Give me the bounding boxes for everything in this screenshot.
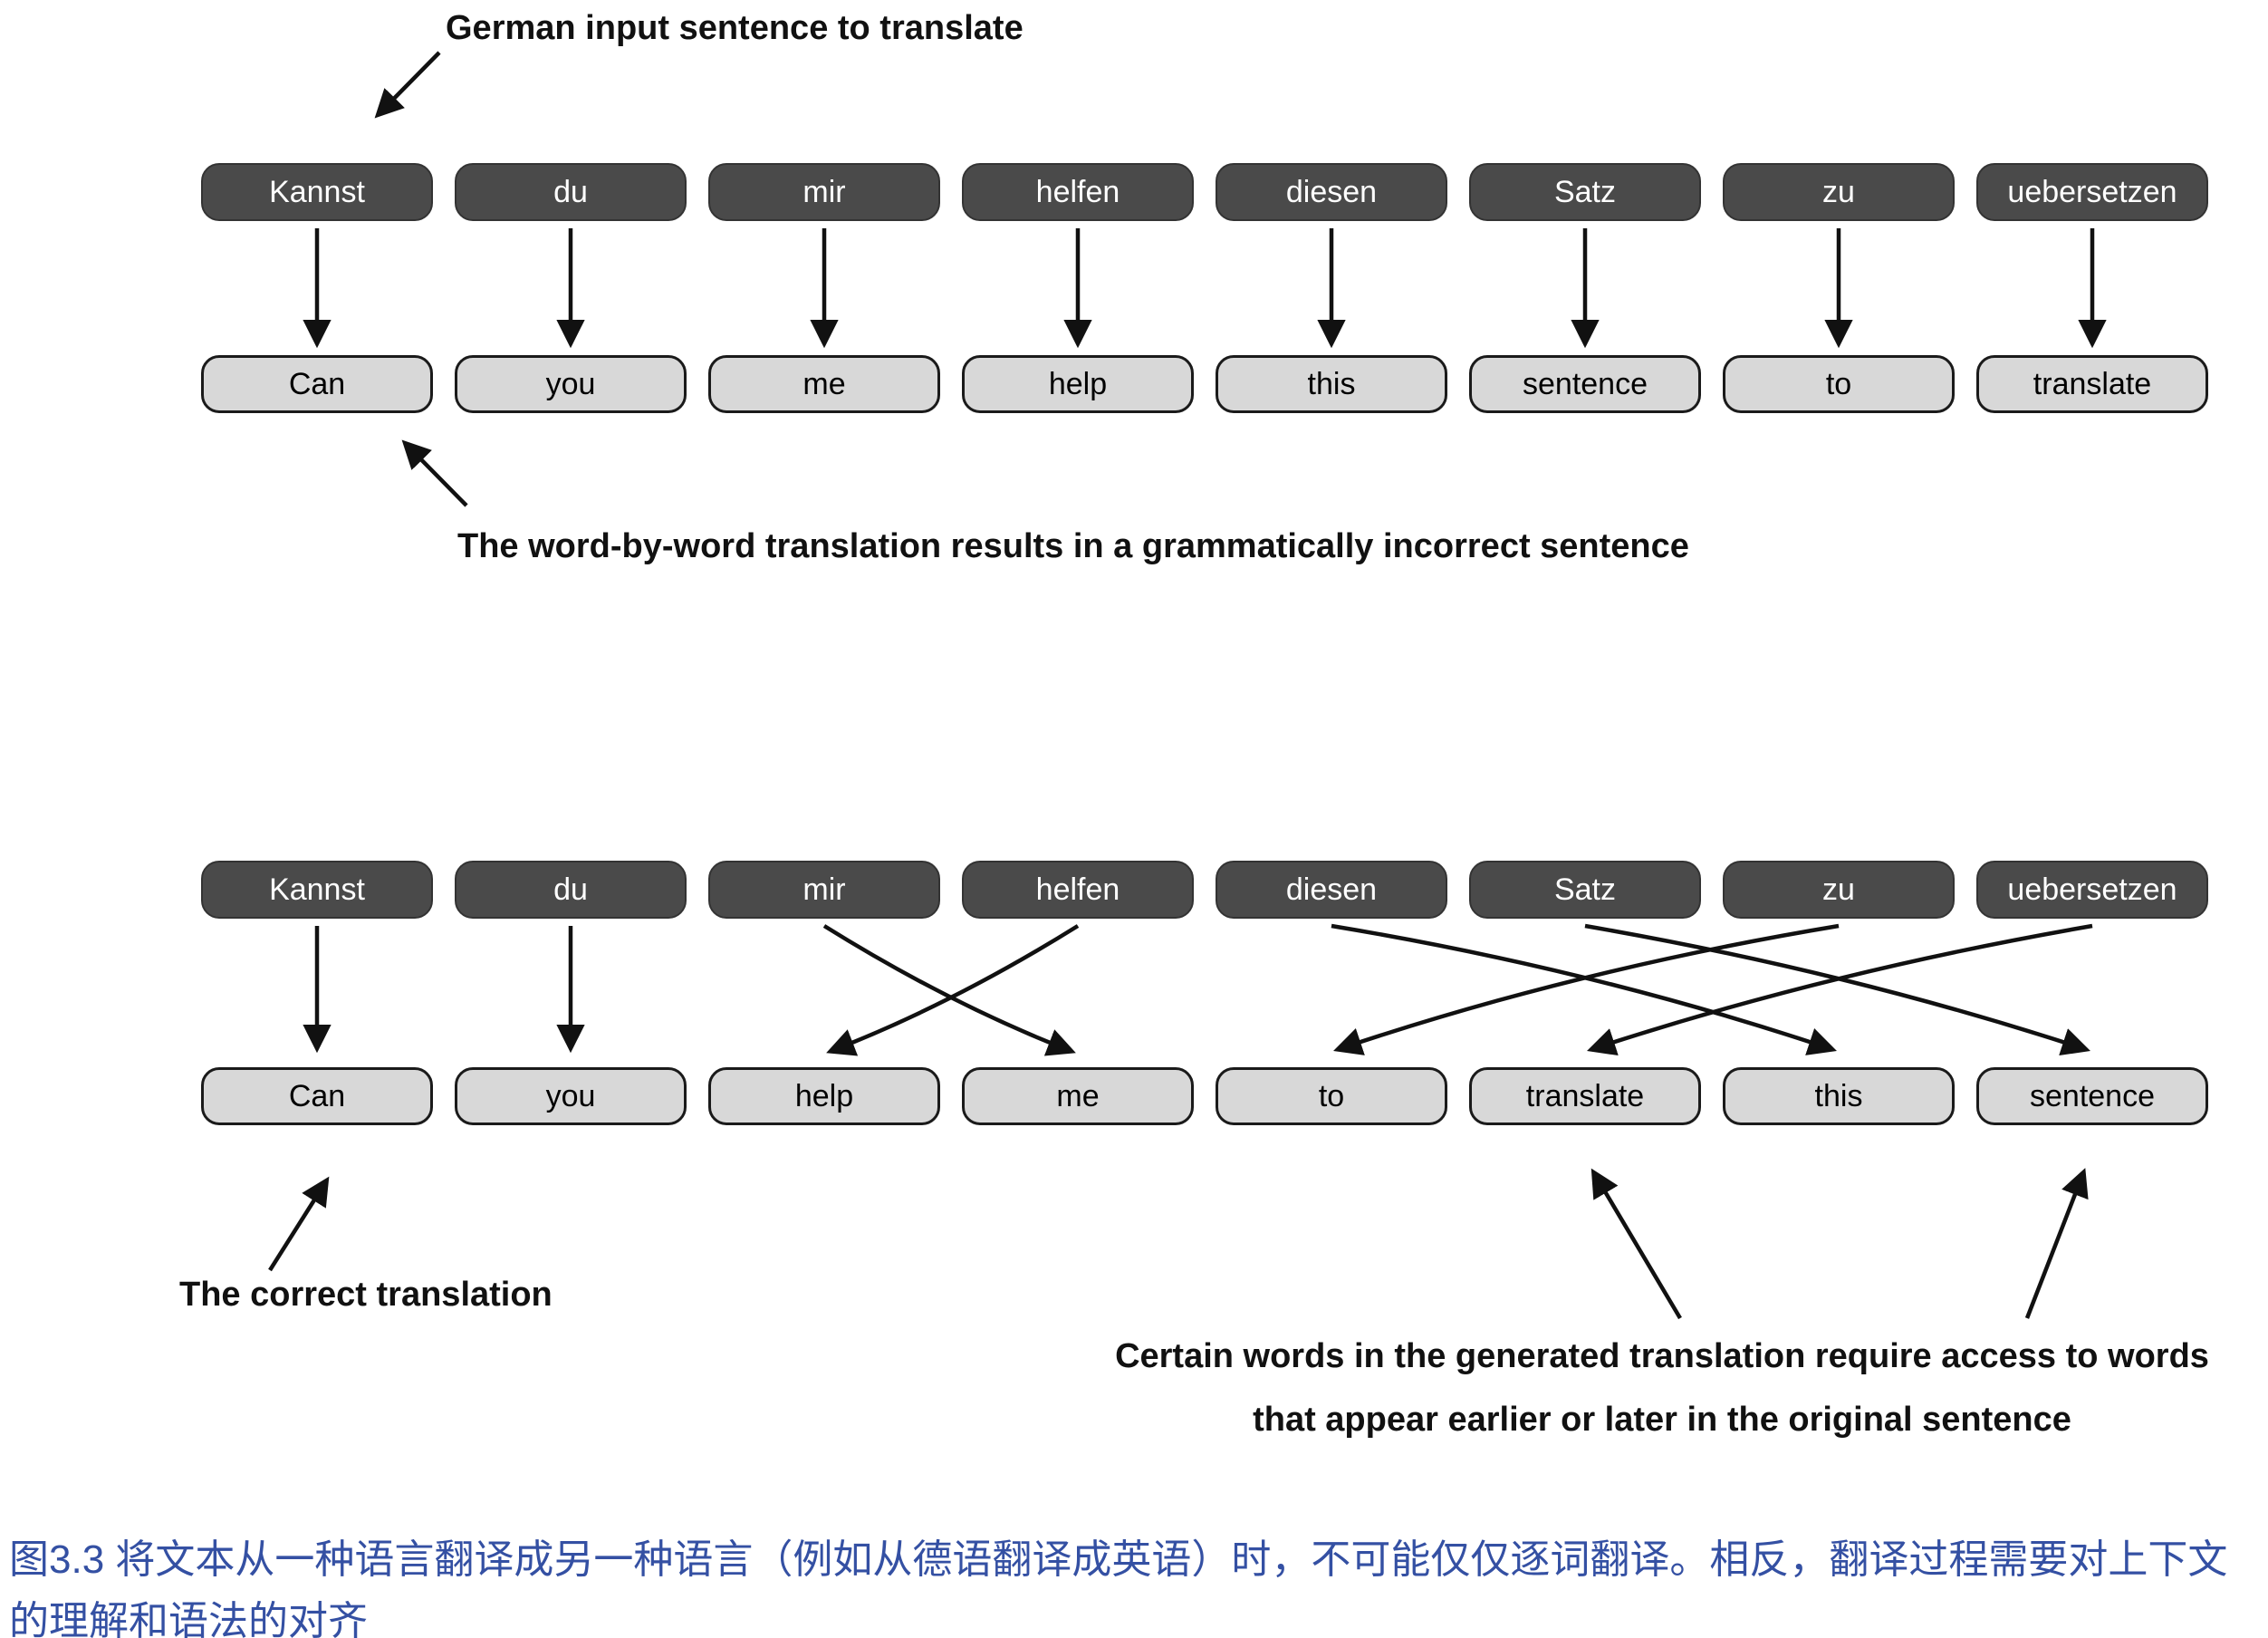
german-word-box: diesen — [1216, 861, 1447, 919]
english-word-box: sentence — [1469, 355, 1701, 413]
context-annotation-line2: that appear earlier or later in the orig… — [1253, 1401, 2071, 1439]
word-by-word-annotation: The word-by-word translation results in … — [457, 527, 1689, 565]
context-annotation: Certain words in the generated translati… — [1042, 1325, 2268, 1451]
bottom-english-row: Can you help me to translate this senten… — [201, 1067, 2208, 1125]
arrow-german-input-pointer — [374, 51, 441, 119]
german-word-box: diesen — [1216, 163, 1447, 221]
english-word-box: this — [1216, 355, 1447, 413]
arrow-bottom-zu-to — [1333, 923, 1840, 1055]
english-word-box: Can — [201, 355, 433, 413]
english-word-box: this — [1723, 1067, 1955, 1125]
english-word-box: me — [708, 355, 940, 413]
english-word-box: Can — [201, 1067, 433, 1125]
german-word-box: zu — [1723, 163, 1955, 221]
german-word-box: mir — [708, 163, 940, 221]
arrow-bottom-satz-sentence — [1584, 923, 2090, 1056]
arrow-correct-translation-pointer — [268, 1176, 330, 1272]
english-word-box: sentence — [1976, 1067, 2208, 1125]
arrow-bottom-mir-me — [822, 924, 1076, 1056]
correct-translation-annotation: The correct translation — [179, 1276, 553, 1314]
english-word-box: translate — [1469, 1067, 1701, 1125]
german-word-box: mir — [708, 861, 940, 919]
figure-caption: 图3.3 将文本从一种语言翻译成另一种语言（例如从德语翻译成英语）时，不可能仅仅… — [9, 1537, 2228, 1638]
context-annotation-line1: Certain words in the generated translati… — [1115, 1337, 2209, 1375]
german-word-box: du — [455, 163, 687, 221]
arrow-context-to-translate — [1590, 1168, 1682, 1320]
english-word-box: to — [1723, 355, 1955, 413]
english-word-box: you — [455, 1067, 687, 1125]
german-word-box: Satz — [1469, 163, 1701, 221]
german-word-box: Kannst — [201, 861, 433, 919]
arrow-bottom-helfen-help — [826, 924, 1080, 1056]
german-word-box: helfen — [962, 861, 1194, 919]
english-word-box: me — [962, 1067, 1194, 1125]
german-word-box: uebersetzen — [1976, 163, 2208, 221]
bottom-german-row: Kannst du mir helfen diesen Satz zu uebe… — [201, 861, 2208, 919]
german-input-annotation: German input sentence to translate — [446, 9, 1023, 47]
german-word-box: Kannst — [201, 163, 433, 221]
english-word-box: you — [455, 355, 687, 413]
arrow-word-by-word-pointer — [401, 439, 468, 507]
arrow-bottom-uebersetzen-translate — [1587, 923, 2093, 1056]
german-word-box: Satz — [1469, 861, 1701, 919]
english-word-box: to — [1216, 1067, 1447, 1125]
german-word-box: uebersetzen — [1976, 861, 2208, 919]
top-german-row: Kannst du mir helfen diesen Satz zu uebe… — [201, 163, 2208, 221]
top-english-row: Can you me help this sentence to transla… — [201, 355, 2208, 413]
arrow-context-to-sentence — [2024, 1168, 2089, 1319]
english-word-box: translate — [1976, 355, 2208, 413]
german-word-box: zu — [1723, 861, 1955, 919]
english-word-box: help — [962, 355, 1194, 413]
english-word-box: help — [708, 1067, 940, 1125]
german-word-box: helfen — [962, 163, 1194, 221]
arrow-bottom-diesen-this — [1331, 923, 1837, 1055]
german-word-box: du — [455, 861, 687, 919]
